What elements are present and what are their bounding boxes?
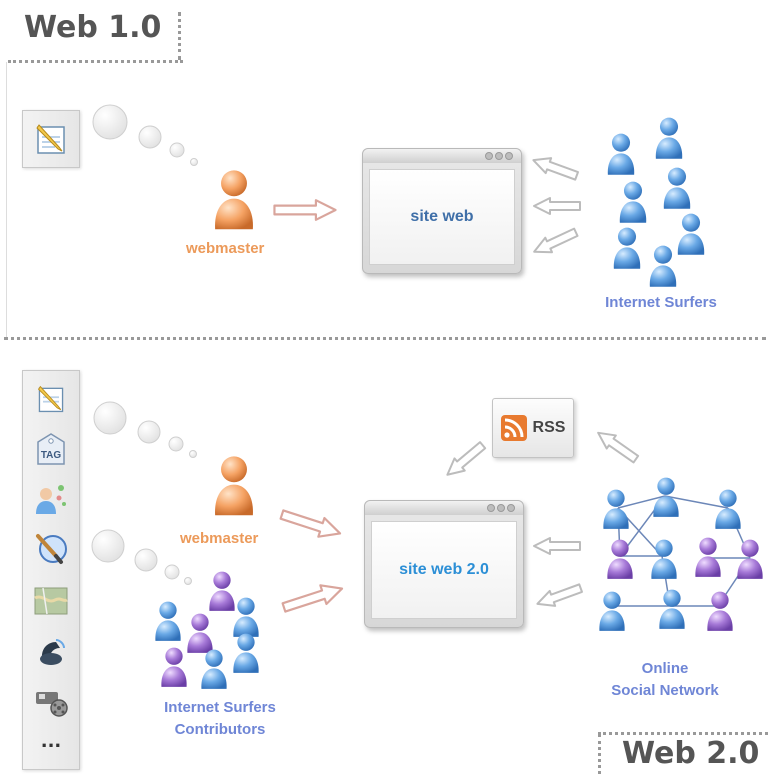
edit-document-icon [36,124,65,154]
network-member-icon [604,538,636,582]
web2-site-window: site web 2.0 [364,500,524,628]
users-share-icon [33,481,69,517]
web2-contributors-label-line2: Contributors [174,721,266,738]
web1-surfers-label: Internet Surfers [605,294,717,311]
web1-arrow-in-2 [532,196,582,216]
web1-webmaster-label: webmaster [186,240,265,257]
web2-thought-bubbles-bottom [91,529,192,585]
web2-webmaster-icon [210,454,258,520]
network-member-icon [734,538,766,582]
web2-contributor-icon [198,648,230,692]
web2-tool-panel: TAG [22,370,80,770]
tag-text: TAG [41,450,62,461]
network-member-icon [656,588,688,632]
web1-site-window: site web [362,148,522,274]
paint-icon [33,531,69,567]
web2-arrow-network-to-site-2 [532,578,586,614]
network-member-icon [596,590,628,634]
more-icon: ... [40,731,62,752]
web1-surfer-icon [604,132,638,178]
web1-title-underline [8,60,183,63]
rss-feed-box: RSS [492,398,574,458]
web1-surfer-icon [660,166,694,212]
web1-surfer-icon [616,180,650,226]
web2-arrow-contributors-to-site [278,576,348,619]
edit-document-icon [33,381,69,417]
phone-icon [33,633,69,669]
web2-contributor-icon [152,600,184,644]
network-member-icon [692,536,724,580]
network-member-icon [600,488,632,532]
web2-webmaster-label: webmaster [180,530,259,547]
web2-title-divider [598,734,601,774]
network-member-icon [712,488,744,532]
section-divider [4,337,766,340]
rss-label: RSS [532,419,566,436]
web2-title: Web 2.0 [622,736,760,771]
network-member-icon [704,590,736,634]
network-member-icon [648,538,680,582]
network-label-line1: Online [641,660,689,677]
web2-contributor-icon [230,632,262,676]
tag-icon: TAG [33,431,69,467]
web1-site-label: site web [410,208,474,225]
web2-contributors-label-line1: Internet Surfers [164,699,276,716]
map-icon [33,583,69,619]
network-label-line2: Social Network [611,682,719,699]
web1-panel-border [6,62,763,337]
web2-title-overline [598,732,768,735]
web1-tool-panel [22,110,80,168]
web2-arrow-rss-to-site [439,436,490,483]
web1-title-divider [178,12,181,60]
web2-arrow-network-to-rss [591,423,643,468]
web2-arrow-webmaster-to-site [276,502,346,545]
web2-thought-bubbles-top [93,401,197,458]
web1-title: Web 1.0 [24,10,162,45]
web1-thought-bubbles [92,104,198,166]
rss-icon [500,415,527,441]
web1-surfer-icon [646,244,680,290]
web1-surfer-icon [652,116,686,162]
video-reel-icon [33,683,69,719]
web1-arrow-to-site [272,198,338,222]
web2-arrow-network-to-site-1 [532,536,582,556]
web2-site-label: site web 2.0 [399,561,489,578]
web1-surfer-icon [610,226,644,272]
network-member-icon [650,476,682,520]
web2-contributor-icon [158,646,190,690]
web1-webmaster-icon [210,168,258,234]
